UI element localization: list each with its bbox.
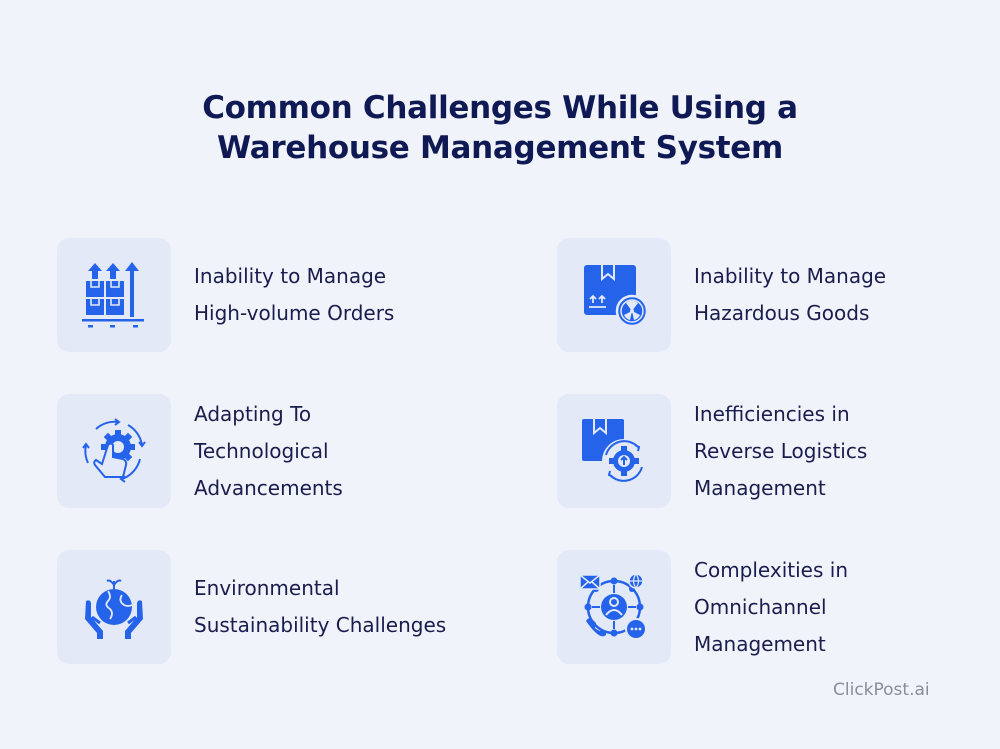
challenge-card-high-volume-orders: Inability to Manage High-volume Orders bbox=[57, 238, 497, 353]
icon-tile bbox=[57, 394, 171, 508]
icon-tile bbox=[557, 550, 671, 664]
challenge-label: Complexities in Omnichannel Management bbox=[694, 557, 848, 656]
hazardous-box-icon bbox=[584, 265, 649, 328]
challenge-card-technological-advancements: Adapting To Technological Advancements bbox=[57, 394, 497, 509]
icon-tile bbox=[57, 550, 171, 664]
title-line-2: Warehouse Management System bbox=[216, 130, 784, 166]
challenge-card-environmental-sustainability: Environmental Sustainability Challenges bbox=[57, 550, 497, 665]
challenge-label: Inefficiencies in Reverse Logistics Mana… bbox=[694, 401, 868, 500]
box-gear-return-icon bbox=[582, 419, 646, 483]
challenge-label: Environmental Sustainability Challenges bbox=[194, 576, 447, 637]
gear-hand-cycle-icon bbox=[82, 418, 146, 483]
challenge-label: Adapting To Technological Advancements bbox=[194, 401, 343, 500]
challenge-card-hazardous-goods: Inability to Manage Hazardous Goods bbox=[557, 238, 997, 353]
icon-tile bbox=[57, 238, 171, 352]
challenge-card-omnichannel-management: Complexities in Omnichannel Management bbox=[557, 550, 997, 665]
brand-watermark: ClickPost.ai bbox=[833, 680, 930, 700]
omnichannel-network-icon bbox=[579, 573, 647, 640]
title-line-1: Common Challenges While Using a bbox=[202, 90, 798, 126]
hands-globe-icon bbox=[85, 579, 143, 639]
challenge-label: Inability to Manage Hazardous Goods bbox=[694, 264, 887, 325]
challenge-card-reverse-logistics: Inefficiencies in Reverse Logistics Mana… bbox=[557, 394, 997, 509]
challenge-label: Inability to Manage High-volume Orders bbox=[194, 264, 395, 325]
icon-tile bbox=[557, 238, 671, 352]
icon-tile bbox=[557, 394, 671, 508]
page-title: Common Challenges While Using a Warehous… bbox=[0, 88, 1000, 168]
boxes-arrows-up-icon bbox=[82, 262, 144, 328]
